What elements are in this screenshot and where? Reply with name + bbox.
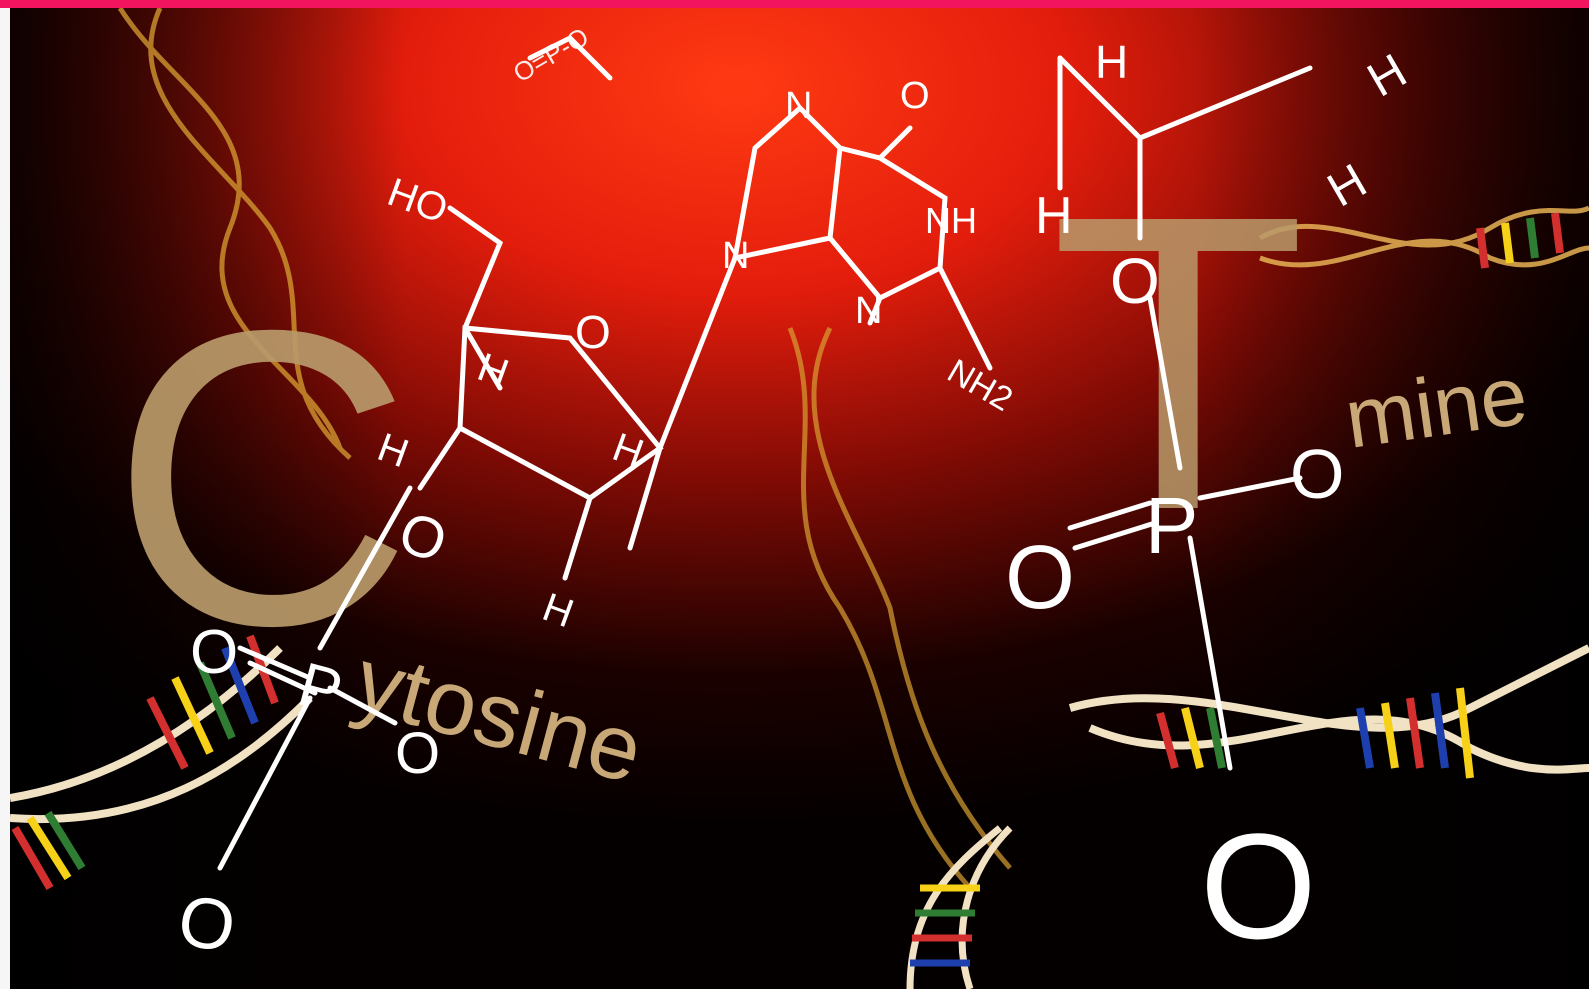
atom-n1: N (785, 85, 812, 127)
atom-n2: N (722, 235, 749, 277)
background-helix-upper-right (1258, 205, 1589, 268)
atom-o-right-single: O (1290, 435, 1344, 513)
atom-o-left-double: O (190, 618, 238, 687)
atom-nh: NH (925, 200, 977, 241)
big-letter-c: C (110, 244, 413, 713)
artwork-svg: C T ytosine mine (10, 8, 1589, 989)
atom-o-left-minus: O (395, 721, 440, 786)
background-helix-left (117, 8, 352, 460)
background-helix-center (787, 326, 1012, 890)
helix-bottom-left (10, 634, 313, 891)
atom-h-right2: H (1035, 187, 1073, 245)
molecule-bonds (217, 34, 1313, 871)
accent-bar (0, 0, 1589, 8)
atom-n3: N (855, 290, 882, 332)
atom-o-left-bottom: O (172, 880, 241, 969)
atom-o-right-bottom: O (1200, 802, 1317, 970)
atom-o-ring: O (575, 306, 611, 358)
helix-bottom-right (1068, 212, 1589, 779)
atom-o-right-top: O (1110, 245, 1160, 317)
atom-symbols: HO O H H H H N N N NH NH2 O H H H H O P … (172, 21, 1415, 970)
atom-o-right-double: O (1005, 528, 1075, 628)
helix-bottom-center (906, 825, 1013, 989)
atom-p-right: P (1145, 481, 1198, 570)
atom-h-right1: H (1095, 36, 1128, 88)
dna-artwork: C T ytosine mine (10, 8, 1589, 989)
background-vignette (10, 8, 1589, 989)
atom-o-top: O (900, 75, 930, 117)
left-margin (0, 8, 10, 989)
